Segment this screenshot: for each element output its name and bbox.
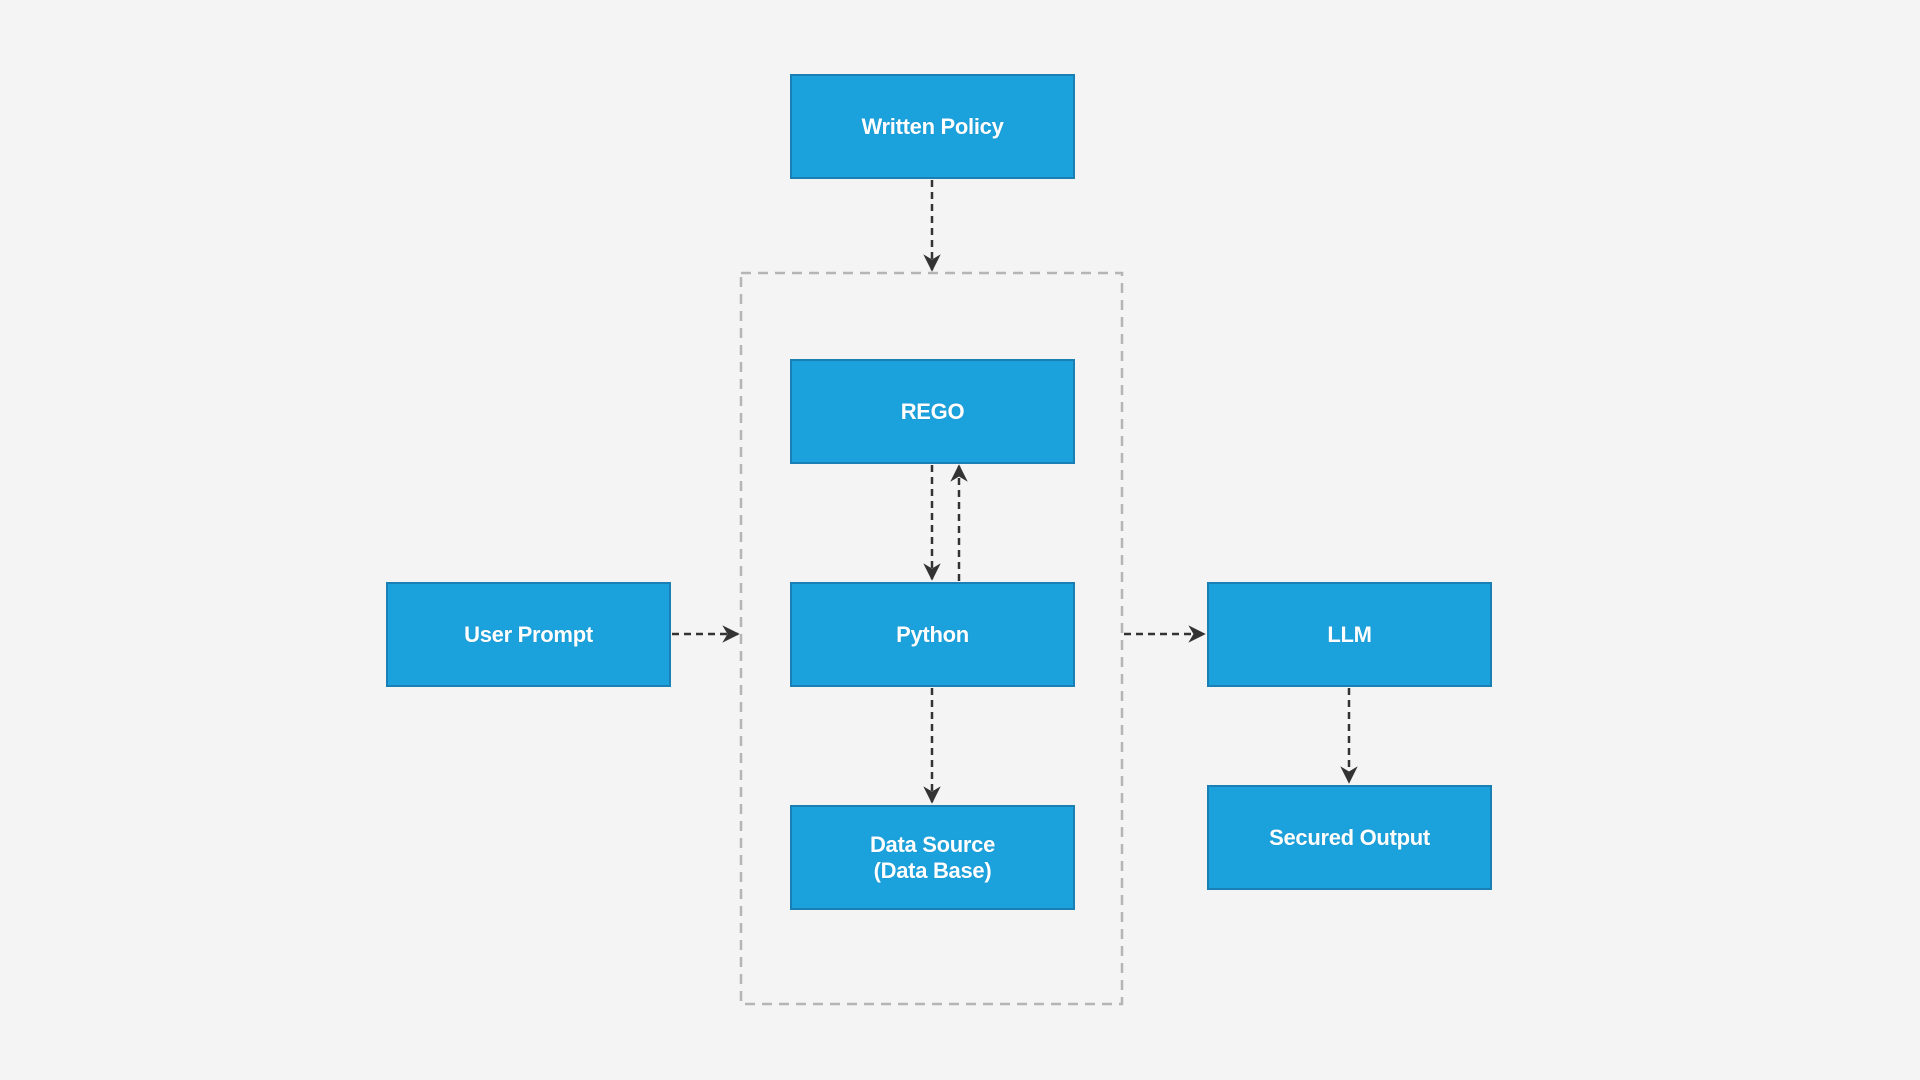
node-secured-output: Secured Output [1207, 785, 1492, 890]
node-data-source: Data Source (Data Base) [790, 805, 1075, 910]
node-llm: LLM [1207, 582, 1492, 687]
node-python: Python [790, 582, 1075, 687]
node-user-prompt: User Prompt [386, 582, 671, 687]
node-rego: REGO [790, 359, 1075, 464]
policy-engine-group-container [739, 271, 1124, 1006]
node-written-policy: Written Policy [790, 74, 1075, 179]
